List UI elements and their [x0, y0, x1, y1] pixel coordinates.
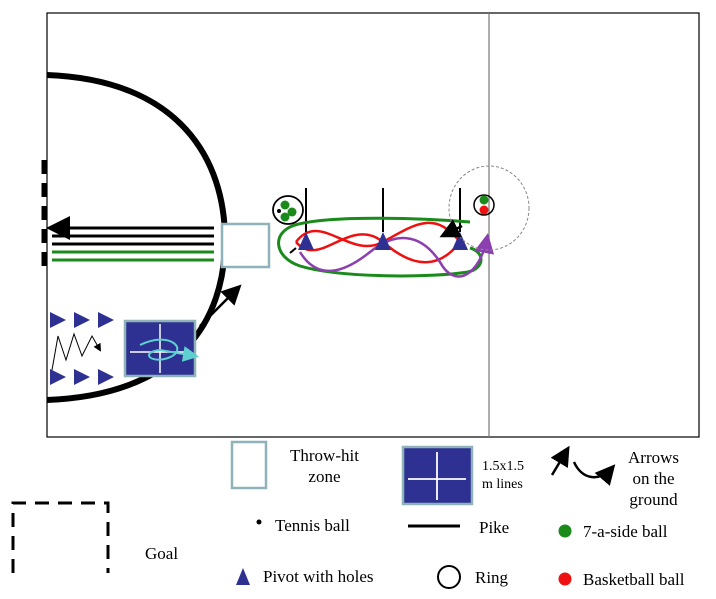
- legend-pivot-label: Pivot with holes: [263, 567, 374, 586]
- legend-ring-label: Ring: [475, 568, 509, 587]
- goal-lane-lines: [46, 216, 214, 262]
- legend-goal-label: Goal: [145, 544, 179, 563]
- legend-tennis-ball-label: Tennis ball: [275, 516, 350, 535]
- ground-arrow: [199, 284, 242, 327]
- legend-straight-arrow-icon: [550, 445, 570, 476]
- legend-pivot-icon: [236, 568, 250, 585]
- legend-arrows-label: Arrows on the ground: [628, 448, 679, 509]
- legend-curved-arrow-icon: [572, 461, 616, 486]
- legend-basketball-ball-label: Basketball ball: [583, 570, 685, 589]
- throw-hit-zone: [220, 222, 271, 269]
- legend-lines-square-label: 1.5x1.5 m lines: [482, 459, 524, 492]
- purple-route: [298, 233, 495, 278]
- cyan-route: [139, 338, 199, 362]
- ring-area: [448, 165, 530, 251]
- ring-end: [473, 194, 495, 216]
- legend-throw-hit-zone-icon: [230, 440, 268, 490]
- legend-pike-label: Pike: [479, 518, 510, 537]
- pivots-route: [298, 232, 468, 250]
- pivot-rows-left: [50, 312, 114, 385]
- legend-throw-hit-zone-label: Throw-hit zone: [290, 446, 359, 486]
- legend-goal-icon: [11, 501, 110, 573]
- dribble-path: [51, 332, 101, 371]
- legend-seven-a-side-ball-icon: [558, 524, 572, 538]
- legend-basketball-ball-icon: [558, 572, 572, 586]
- legend-seven-a-side-ball-label: 7-a-side ball: [583, 522, 668, 541]
- legend-ring-icon: [437, 565, 461, 589]
- ring-start: [272, 195, 304, 225]
- legend-tennis-ball-icon: [256, 519, 262, 525]
